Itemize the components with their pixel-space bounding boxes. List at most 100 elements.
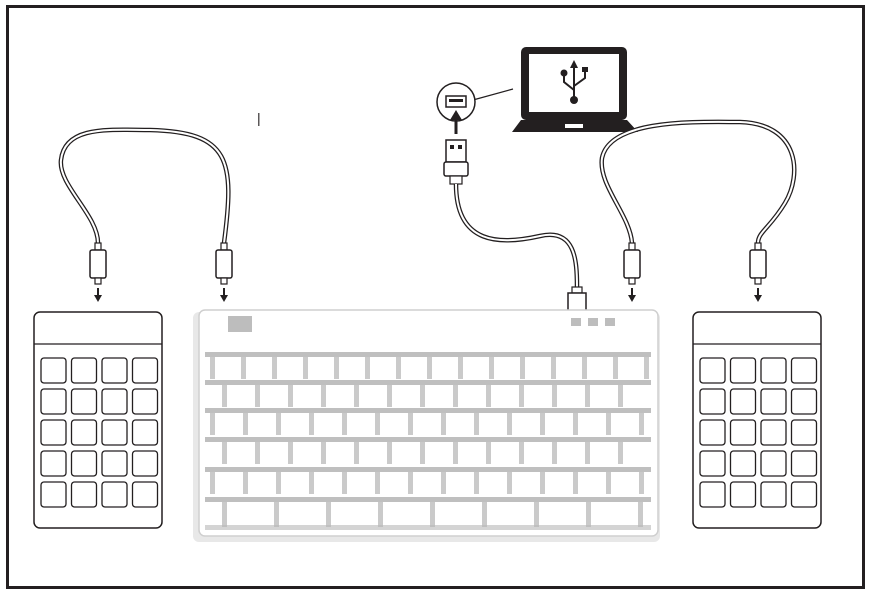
numpad-key [101,357,128,384]
numpad-key [131,419,159,446]
key-separator [613,357,618,379]
indicator-leds [571,318,615,326]
key-separator [474,413,479,435]
numpad-key [40,388,67,415]
key-row [205,437,651,442]
cable-keyboard-laptop [453,183,580,288]
key-separator [552,385,557,407]
numpad-key [729,419,757,446]
laptop-trackpad [565,124,583,128]
key-separator [507,472,512,494]
indicator-led [588,318,598,326]
numpad-key [70,481,98,508]
numpad-key [40,419,67,446]
numpad-key [760,419,787,446]
numpad-key [790,357,818,384]
stray-mark: | [257,110,261,126]
numpad-key [699,357,726,384]
key-separator [387,385,392,407]
numpad-key [70,450,98,477]
numpad-left [33,311,163,529]
numpad-key [790,419,818,446]
key-separator [241,357,246,379]
numpad-key [729,388,757,415]
key-row [205,352,651,357]
key-separator [354,442,359,464]
numpad-key [131,357,159,384]
numpad-key [101,481,128,508]
key-separator [540,413,545,435]
key-separator [321,385,326,407]
key-separator [222,442,227,464]
key-separator [606,472,611,494]
key-separator [430,502,435,527]
key-separator [309,472,314,494]
key-separator [210,357,215,379]
key-separator [639,472,644,494]
key-separator [420,385,425,407]
usb-port-callout [436,82,514,134]
key-separator [243,472,248,494]
key-separator [486,385,491,407]
key-separator [458,357,463,379]
key-separator [272,357,277,379]
numpad-key [760,357,787,384]
key-separator [474,472,479,494]
numpad-key [70,388,98,415]
cable-right [599,119,797,244]
usb-a-plug [443,139,469,185]
numpad-key [790,388,818,415]
key-separator [243,413,248,435]
key-separator [334,357,339,379]
key-row [205,380,651,385]
numpad-key [760,388,787,415]
key-separator [644,357,649,379]
key-separator [408,413,413,435]
numpad-key [70,357,98,384]
key-separator [326,502,331,527]
numpad-key [729,481,757,508]
key-separator [255,442,260,464]
key-separator [396,357,401,379]
numpad-key [101,419,128,446]
key-separator [638,502,643,527]
key-separator [618,385,623,407]
key-separator [582,357,587,379]
key-separator [342,472,347,494]
key-separator [489,357,494,379]
numpad-key [760,450,787,477]
key-separator [573,472,578,494]
numpad-key [790,481,818,508]
numpad-key [729,450,757,477]
down-arrow-icon [94,288,102,302]
key-separator [586,502,591,527]
key-separator [276,472,281,494]
key-separator [486,442,491,464]
down-arrow-icon [628,288,636,302]
down-arrow-icon [754,288,762,302]
key-separator [375,413,380,435]
key-separator [482,502,487,527]
key-separator [606,413,611,435]
key-separator [288,385,293,407]
micro-usb-plug [215,242,233,302]
indicator-led [605,318,615,326]
key-separator [540,472,545,494]
numpad-key [40,450,67,477]
key-separator [551,357,556,379]
numpad-key [699,450,726,477]
key-separator [585,385,590,407]
key-separator [618,442,623,464]
key-separator [520,357,525,379]
key-separator [342,413,347,435]
key-separator [420,442,425,464]
key-separator [573,413,578,435]
key-separator [276,413,281,435]
micro-usb-plug [623,242,641,302]
key-separator [378,502,383,527]
key-separator [222,385,227,407]
laptop [512,47,638,132]
numpad-key [131,450,159,477]
